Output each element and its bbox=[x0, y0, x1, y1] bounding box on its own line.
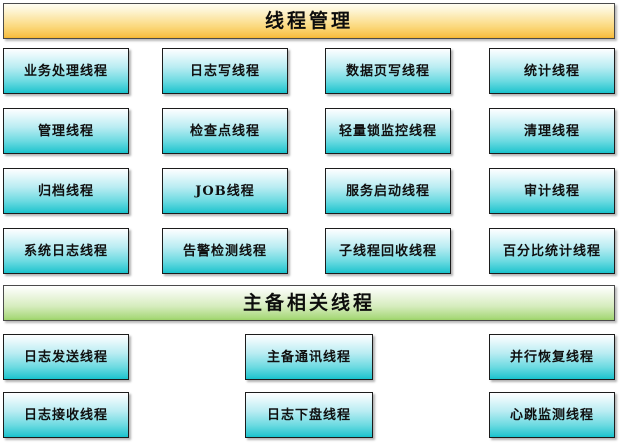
thread-box-label: 数据页写线程 bbox=[345, 63, 430, 79]
thread-box-job[interactable]: JOB线程 bbox=[162, 168, 288, 214]
thread-box-label: 日志下盘线程 bbox=[266, 407, 351, 423]
thread-box-child-thread-recycle[interactable]: 子线程回收线程 bbox=[325, 228, 451, 274]
thread-box-statistics[interactable]: 统计线程 bbox=[489, 48, 615, 94]
thread-box-label: 百分比统计线程 bbox=[502, 243, 601, 259]
thread-box-label: 轻量锁监控线程 bbox=[338, 123, 437, 139]
thread-box-service-startup[interactable]: 服务启动线程 bbox=[325, 168, 451, 214]
section-header-standby-threads-label: 主备相关线程 bbox=[242, 291, 375, 314]
thread-box-parallel-recovery[interactable]: 并行恢复线程 bbox=[489, 334, 615, 380]
thread-box-label: 日志发送线程 bbox=[23, 349, 108, 365]
thread-box-log-flush-to-disk[interactable]: 日志下盘线程 bbox=[245, 392, 373, 438]
thread-box-archive[interactable]: 归档线程 bbox=[3, 168, 129, 214]
section-header-thread-management: 线程管理 bbox=[3, 3, 615, 39]
thread-box-primary-standby-communication[interactable]: 主备通讯线程 bbox=[245, 334, 373, 380]
thread-box-label: 归档线程 bbox=[37, 183, 94, 199]
thread-box-log-receive[interactable]: 日志接收线程 bbox=[3, 392, 129, 438]
thread-box-lightweight-lock-monitor[interactable]: 轻量锁监控线程 bbox=[325, 108, 451, 154]
thread-box-label: 业务处理线程 bbox=[23, 63, 108, 79]
thread-box-label: 清理线程 bbox=[523, 123, 580, 139]
thread-box-checkpoint[interactable]: 检查点线程 bbox=[162, 108, 288, 154]
thread-box-system-log[interactable]: 系统日志线程 bbox=[3, 228, 129, 274]
thread-box-label: 日志接收线程 bbox=[23, 407, 108, 423]
thread-box-business-processing[interactable]: 业务处理线程 bbox=[3, 48, 129, 94]
thread-box-label: 服务启动线程 bbox=[345, 183, 430, 199]
thread-box-label: 心跳监测线程 bbox=[509, 407, 594, 423]
thread-box-log-send[interactable]: 日志发送线程 bbox=[3, 334, 129, 380]
section-header-thread-management-label: 线程管理 bbox=[264, 9, 353, 32]
thread-box-cleanup[interactable]: 清理线程 bbox=[489, 108, 615, 154]
thread-box-log-write[interactable]: 日志写线程 bbox=[162, 48, 288, 94]
thread-box-label: 并行恢复线程 bbox=[509, 349, 594, 365]
thread-box-label: 告警检测线程 bbox=[182, 243, 267, 259]
thread-box-label: 主备通讯线程 bbox=[266, 349, 351, 365]
thread-box-label: 审计线程 bbox=[523, 183, 580, 199]
thread-box-label: 统计线程 bbox=[523, 63, 580, 79]
thread-box-label: 系统日志线程 bbox=[23, 243, 108, 259]
thread-box-audit[interactable]: 审计线程 bbox=[489, 168, 615, 214]
thread-box-label: 检查点线程 bbox=[189, 123, 260, 139]
thread-box-percentage-statistics[interactable]: 百分比统计线程 bbox=[489, 228, 615, 274]
thread-box-label: 子线程回收线程 bbox=[338, 243, 437, 259]
thread-box-data-page-write[interactable]: 数据页写线程 bbox=[325, 48, 451, 94]
thread-box-alarm-detection[interactable]: 告警检测线程 bbox=[162, 228, 288, 274]
thread-box-management[interactable]: 管理线程 bbox=[3, 108, 129, 154]
thread-box-heartbeat-monitor[interactable]: 心跳监测线程 bbox=[489, 392, 615, 438]
thread-box-label: 管理线程 bbox=[37, 123, 94, 139]
section-header-standby-threads: 主备相关线程 bbox=[3, 285, 615, 321]
thread-box-label: 日志写线程 bbox=[189, 63, 260, 79]
thread-box-label: JOB线程 bbox=[195, 183, 255, 199]
